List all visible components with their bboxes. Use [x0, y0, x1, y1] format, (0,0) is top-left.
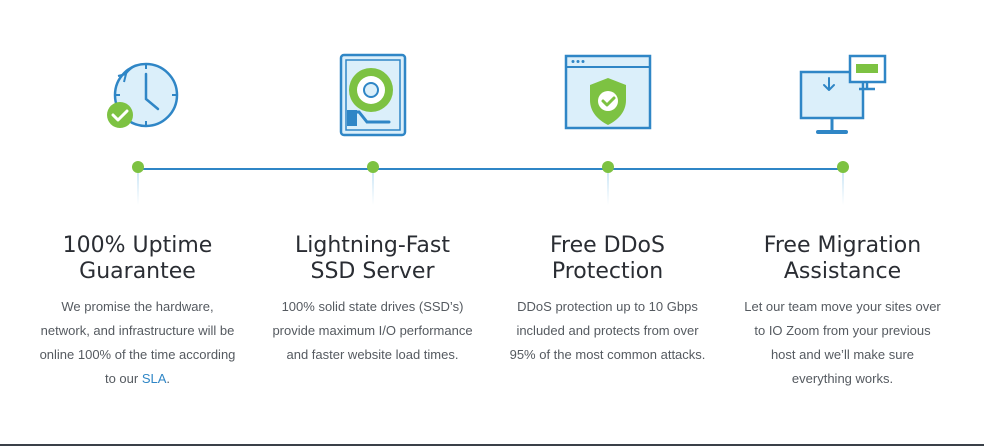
feature-title-line: SSD Server	[310, 259, 435, 284]
desc-line: host and we’ll make sure	[770, 347, 915, 362]
desc-line: to our SLA.	[20, 367, 255, 391]
timeline-stem	[607, 173, 608, 205]
timeline-dot	[836, 161, 849, 173]
feature-title-line: Assistance	[783, 259, 902, 284]
feature-ddos: Free DDoS Protection DDoS protection up …	[490, 0, 725, 446]
feature-description: We promise the hardware, network, and in…	[20, 295, 255, 391]
timeline-stem	[137, 173, 138, 205]
desc-line: Let our team move your sites over	[744, 299, 941, 314]
desc-text: .	[166, 371, 171, 386]
feature-title: Free DDoS Protection	[490, 233, 725, 285]
feature-description: 100% solid state drives (SSD’s) provide …	[255, 295, 490, 367]
feature-uptime: 100% Uptime Guarantee We promise the har…	[20, 0, 255, 446]
feature-title-line: Lightning-Fast	[294, 233, 450, 258]
desc-line: and faster website load times.	[286, 347, 459, 362]
desc-line: network, and infrastructure will be	[40, 323, 235, 338]
desc-text: to our	[104, 371, 142, 386]
feature-title: 100% Uptime Guarantee	[20, 233, 255, 285]
desc-line: We promise the hardware,	[61, 299, 214, 314]
feature-title-line: Guarantee	[79, 259, 196, 284]
monitor-migration-icon	[793, 50, 893, 140]
sla-link[interactable]: SLA	[141, 371, 167, 386]
feature-title-line: Free Migration	[763, 233, 922, 258]
timeline-dot	[366, 161, 379, 173]
bottom-divider	[0, 444, 984, 446]
feature-description: DDoS protection up to 10 Gbps included a…	[490, 295, 725, 367]
desc-line: 95% of the most common attacks.	[509, 347, 706, 362]
feature-migration: Free Migration Assistance Let our team m…	[725, 0, 960, 446]
feature-title-line: 100% Uptime	[62, 233, 213, 258]
clock-check-icon	[88, 50, 188, 140]
timeline-dot	[601, 161, 614, 173]
desc-line: provide maximum I/O performance	[272, 323, 473, 338]
feature-ssd: Lightning-Fast SSD Server 100% solid sta…	[255, 0, 490, 446]
feature-title-line: Free DDoS	[550, 233, 665, 258]
timeline-stem	[372, 173, 373, 205]
feature-title-line: Protection	[551, 259, 664, 284]
timeline-dot	[131, 161, 144, 173]
feature-title: Free Migration Assistance	[725, 233, 960, 285]
hard-drive-icon	[323, 50, 423, 140]
desc-line: 100% solid state drives (SSD’s)	[281, 299, 464, 314]
timeline-stem	[842, 173, 843, 205]
shield-browser-icon	[558, 50, 658, 140]
feature-title: Lightning-Fast SSD Server	[255, 233, 490, 285]
desc-line: DDoS protection up to 10 Gbps	[517, 299, 698, 314]
desc-line: included and protects from over	[516, 323, 699, 338]
desc-line: online 100% of the time according	[39, 347, 236, 362]
desc-line: everything works.	[791, 371, 894, 386]
desc-line: to IO Zoom from your previous	[754, 323, 931, 338]
timeline-line	[137, 168, 843, 170]
feature-description: Let our team move your sites over to IO …	[725, 295, 960, 391]
